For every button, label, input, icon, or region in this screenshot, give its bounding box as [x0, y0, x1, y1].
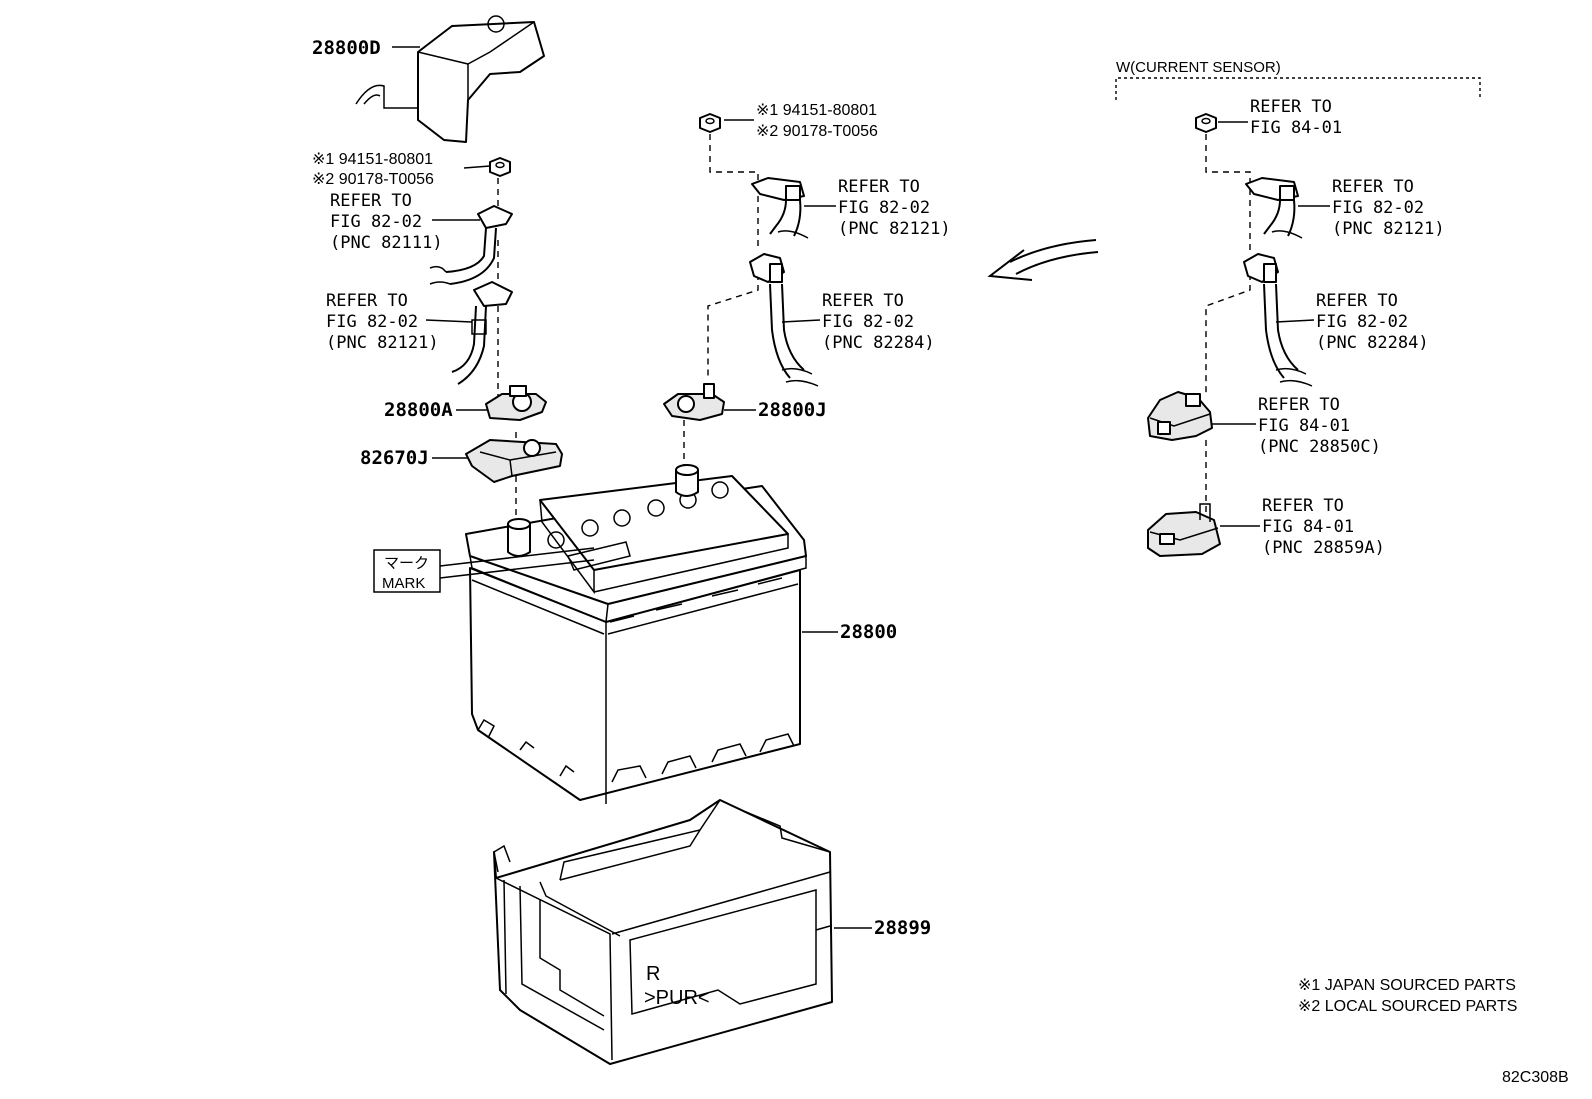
ref-right-sensor-2: FIG 84-01	[1258, 416, 1350, 436]
ref-right-nut-1: REFER TO	[1250, 97, 1332, 117]
ref-mid-lower-1: REFER TO	[822, 291, 904, 311]
mark-callout: マーク MARK	[373, 547, 595, 593]
nut-left-line1: ※1 94151-80801	[312, 151, 433, 168]
ref-mid-upper-1: REFER TO	[838, 177, 920, 197]
part-label-tray: 28899	[874, 917, 931, 939]
sensor-bracket[interactable]	[1147, 503, 1221, 557]
cable-right-upper[interactable]	[1245, 177, 1303, 239]
nut-right[interactable]	[1195, 113, 1217, 133]
ref-mid-upper-3: (PNC 82121)	[838, 219, 951, 239]
dash-mid-2	[707, 274, 759, 380]
ref-right-upper-2: FIG 82-02	[1332, 198, 1424, 218]
ref-right-bracket-3: (PNC 28859A)	[1262, 538, 1385, 558]
clamp-82670j[interactable]	[465, 439, 563, 483]
leader-nut-left	[463, 165, 491, 169]
part-label-terminal-j: 28800J	[758, 399, 827, 421]
ref-mid-upper-2: FIG 82-02	[838, 198, 930, 218]
dash-right-1	[1205, 134, 1251, 250]
ref-right-upper-3: (PNC 82121)	[1332, 219, 1445, 239]
note-japan-sourced: ※1 JAPAN SOURCED PARTS	[1298, 977, 1516, 994]
ref-right-sensor-1: REFER TO	[1258, 395, 1340, 415]
ref-left-lower-1: REFER TO	[326, 291, 408, 311]
nut-left[interactable]	[489, 157, 511, 177]
ref-left-upper-2: FIG 82-02	[330, 212, 422, 232]
leader-left-lower	[425, 319, 473, 323]
note-local-sourced: ※2 LOCAL SOURCED PARTS	[1298, 998, 1517, 1015]
direction-arrow	[987, 239, 1099, 281]
tray-text-2: >PUR<	[644, 987, 710, 1009]
part-label-clamp: 82670J	[360, 447, 429, 469]
cable-right-lower[interactable]	[1243, 253, 1313, 387]
terminal-28800a[interactable]	[485, 385, 547, 421]
dash-mid-1	[709, 134, 759, 250]
battery-terminal-cover[interactable]	[355, 15, 545, 143]
ref-right-bracket-2: FIG 84-01	[1262, 517, 1354, 537]
ref-right-lower-3: (PNC 82284)	[1316, 333, 1429, 353]
mark-jp: マーク	[384, 555, 429, 572]
current-sensor[interactable]	[1147, 391, 1213, 441]
ref-right-lower-2: FIG 82-02	[1316, 312, 1408, 332]
leader-mid-lower	[781, 319, 821, 323]
mark-en: MARK	[382, 575, 425, 592]
diagram-code: 82C308B	[1502, 1069, 1569, 1086]
ref-left-lower-2: FIG 82-02	[326, 312, 418, 332]
ref-right-bracket-1: REFER TO	[1262, 496, 1344, 516]
ref-right-upper-1: REFER TO	[1332, 177, 1414, 197]
ref-mid-lower-3: (PNC 82284)	[822, 333, 935, 353]
battery-tray-28899[interactable]	[493, 799, 833, 1065]
tray-text-1: R	[646, 963, 660, 985]
nut-left-line2: ※2 90178-T0056	[312, 171, 434, 188]
part-label-cover: 28800D	[312, 37, 381, 59]
section-bracket	[1115, 77, 1481, 100]
part-label-battery: 28800	[840, 621, 897, 643]
leader-right-lower	[1275, 319, 1315, 323]
ref-right-nut-2: FIG 84-01	[1250, 118, 1342, 138]
cable-mid-upper[interactable]	[751, 177, 809, 239]
dash-right-2	[1205, 274, 1251, 396]
battery-28800[interactable]	[465, 464, 807, 804]
nut-mid-line1: ※1 94151-80801	[756, 102, 877, 119]
ref-left-upper-1: REFER TO	[330, 191, 412, 211]
cable-left-upper[interactable]	[429, 205, 513, 285]
section-current-sensor: W(CURRENT SENSOR)	[1116, 59, 1281, 76]
nut-mid-line2: ※2 90178-T0056	[756, 123, 878, 140]
terminal-28800j[interactable]	[663, 383, 725, 421]
ref-right-lower-1: REFER TO	[1316, 291, 1398, 311]
cable-mid-lower[interactable]	[749, 253, 819, 387]
nut-mid[interactable]	[699, 113, 721, 133]
ref-left-lower-3: (PNC 82121)	[326, 333, 439, 353]
ref-right-sensor-3: (PNC 28850C)	[1258, 437, 1381, 457]
ref-left-upper-3: (PNC 82111)	[330, 233, 443, 253]
part-label-terminal-a: 28800A	[384, 399, 453, 421]
cable-left-lower[interactable]	[451, 281, 513, 385]
ref-mid-lower-2: FIG 82-02	[822, 312, 914, 332]
